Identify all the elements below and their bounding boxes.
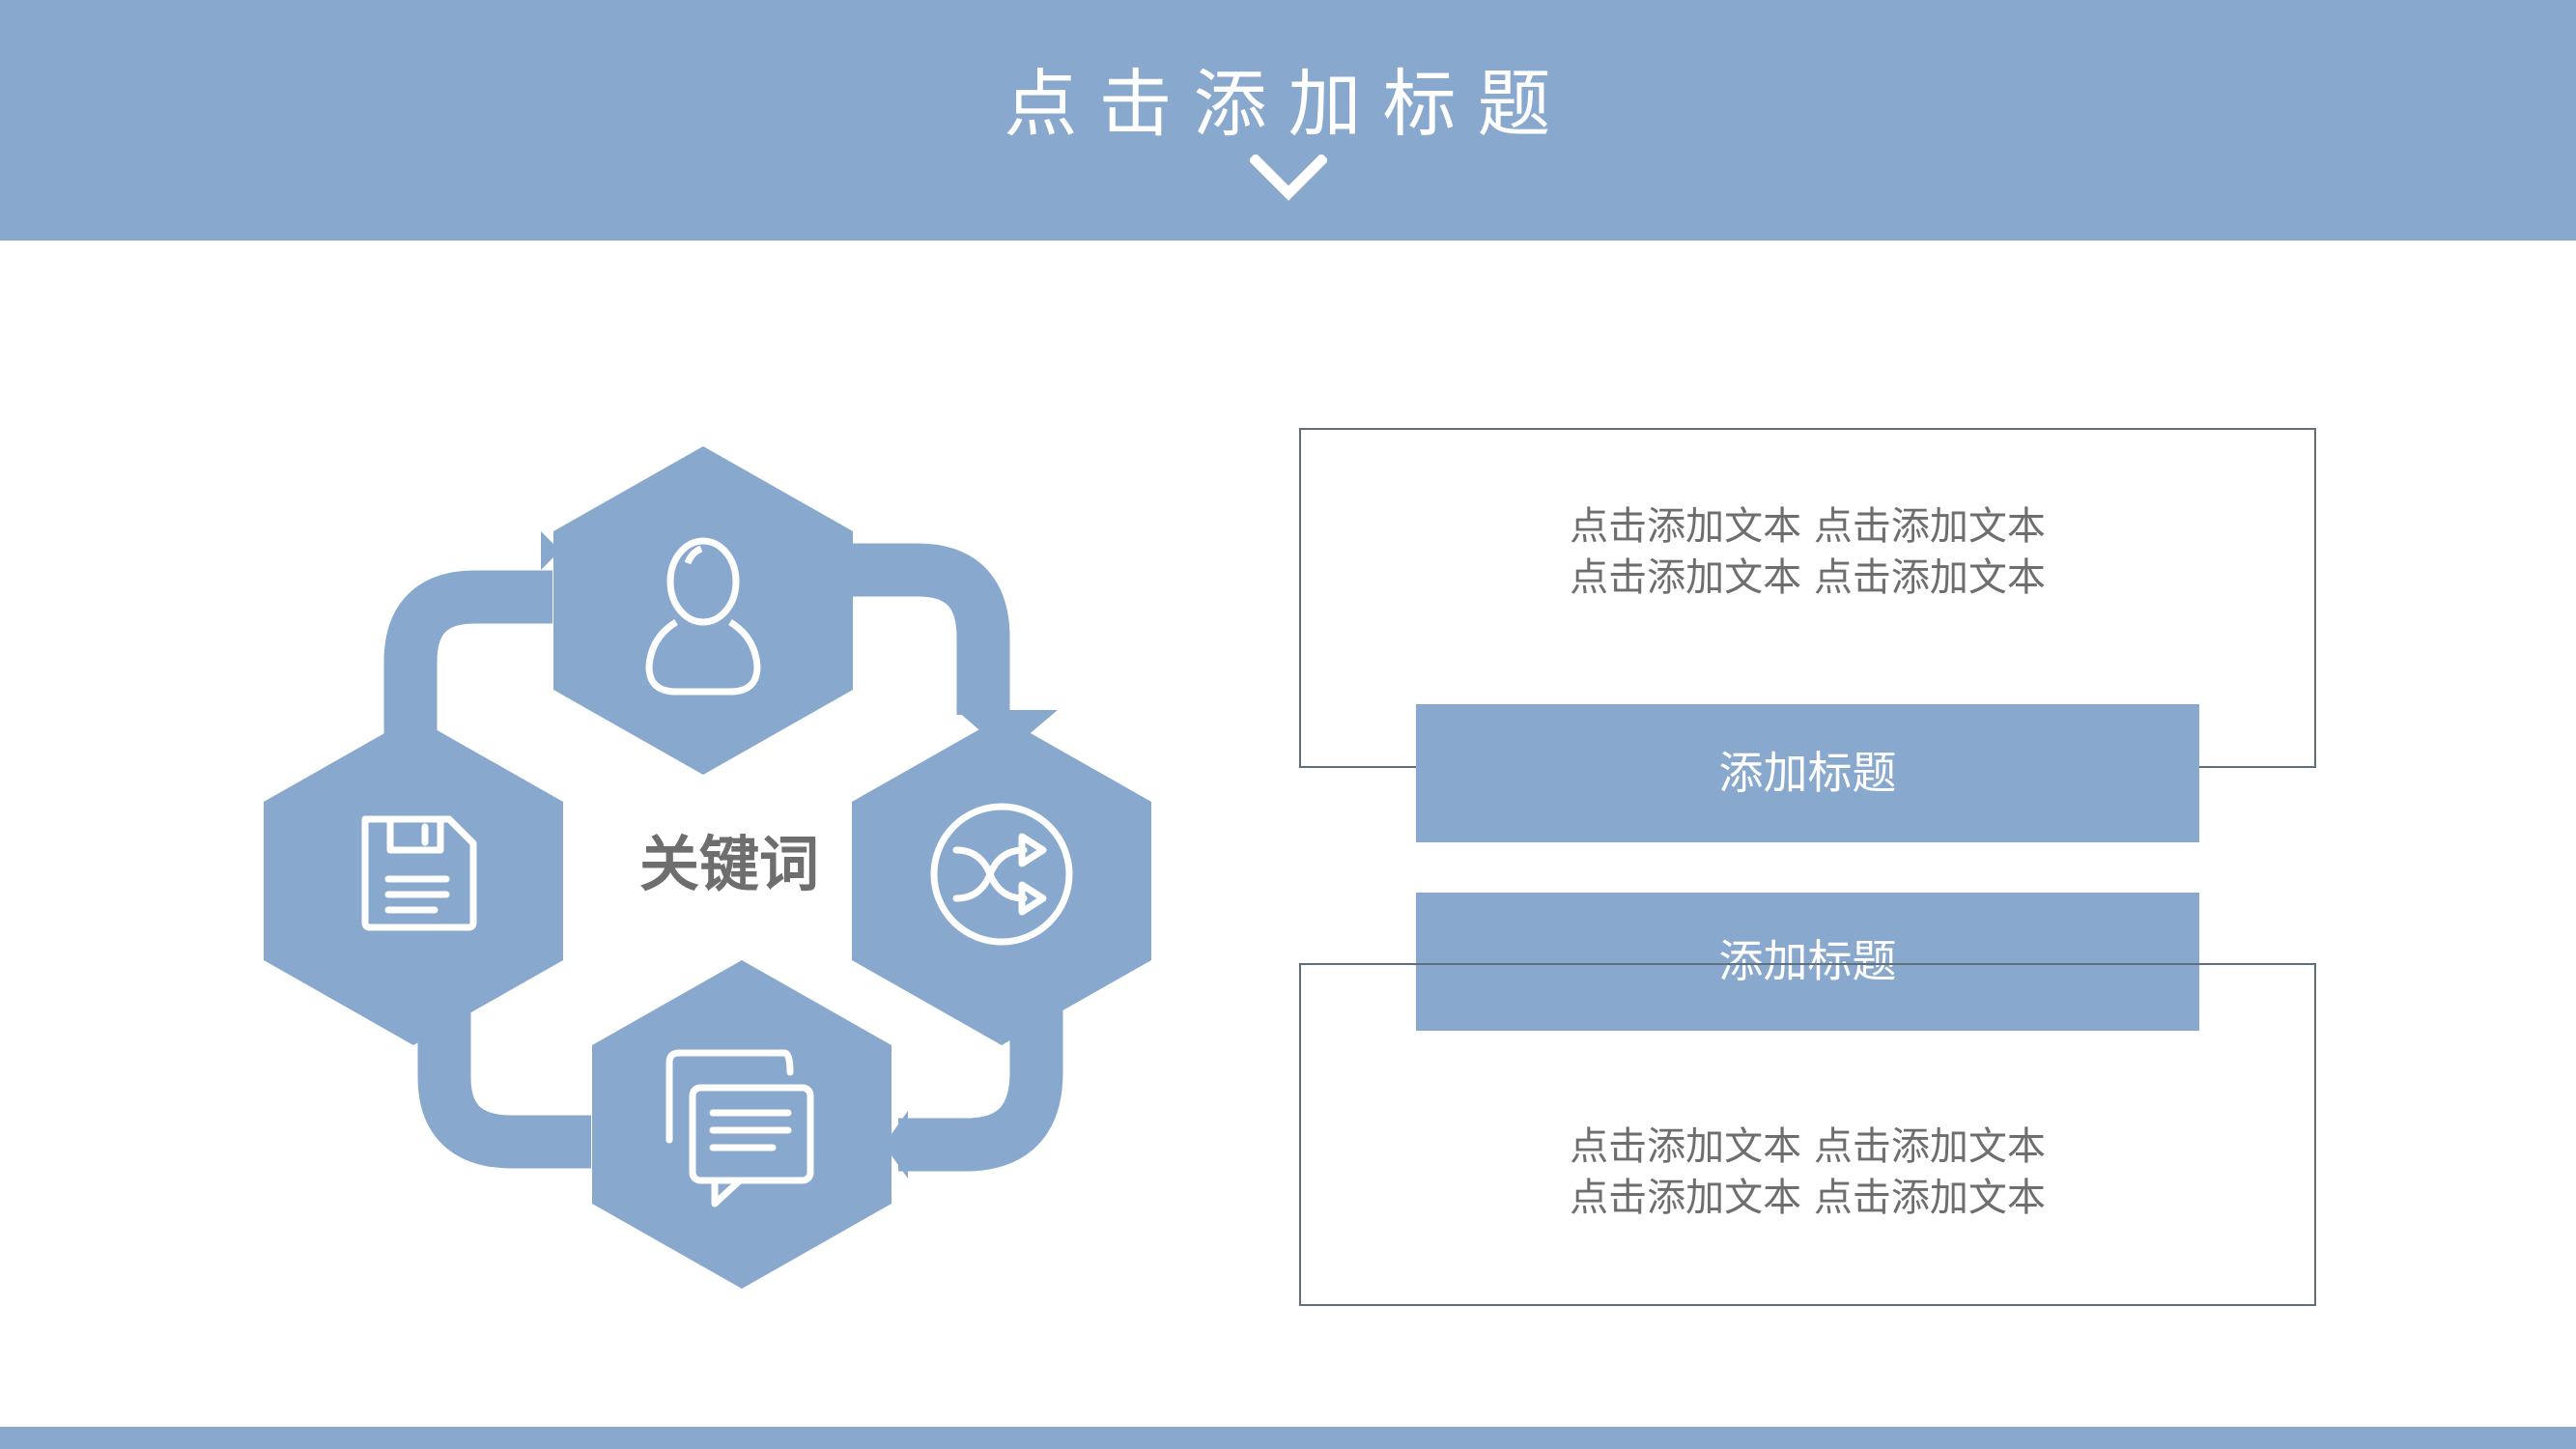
node-right[interactable] xyxy=(852,717,1151,1045)
connector-arrows xyxy=(383,543,1063,1172)
chevron-down-icon xyxy=(1250,155,1327,201)
panel-title-bar-top[interactable]: 添加标题 xyxy=(1416,704,2199,842)
shuffle-icon xyxy=(930,803,1073,946)
panel-text-bottom[interactable]: 点击添加文本 点击添加文本 点击添加文本 点击添加文本 xyxy=(1301,1122,2314,1224)
user-icon xyxy=(645,537,761,696)
cycle-diagram xyxy=(264,446,1151,1289)
panel-text-top[interactable]: 点击添加文本 点击添加文本 点击添加文本 点击添加文本 xyxy=(1301,501,2314,604)
text-line: 点击添加文本 点击添加文本 xyxy=(1570,504,2046,549)
text-line: 点击添加文本 点击添加文本 xyxy=(1570,1176,2046,1220)
header-bar: 点击添加标题 xyxy=(0,0,2576,241)
chat-icon xyxy=(665,1049,814,1208)
text-line: 点击添加文本 点击添加文本 xyxy=(1570,555,2046,600)
page-title[interactable]: 点击添加标题 xyxy=(1004,61,1572,147)
panel-title-bar-bottom[interactable]: 添加标题 xyxy=(1416,893,2199,1031)
text-panel-bottom: 点击添加文本 点击添加文本 点击添加文本 点击添加文本 xyxy=(1299,963,2316,1306)
save-icon xyxy=(361,815,477,931)
center-keyword[interactable]: 关键词 xyxy=(638,829,819,899)
node-left[interactable] xyxy=(264,717,563,1045)
footer-bar xyxy=(0,1427,2576,1449)
node-top[interactable] xyxy=(553,446,853,775)
text-line: 点击添加文本 点击添加文本 xyxy=(1570,1124,2046,1169)
node-bottom[interactable] xyxy=(592,960,892,1289)
